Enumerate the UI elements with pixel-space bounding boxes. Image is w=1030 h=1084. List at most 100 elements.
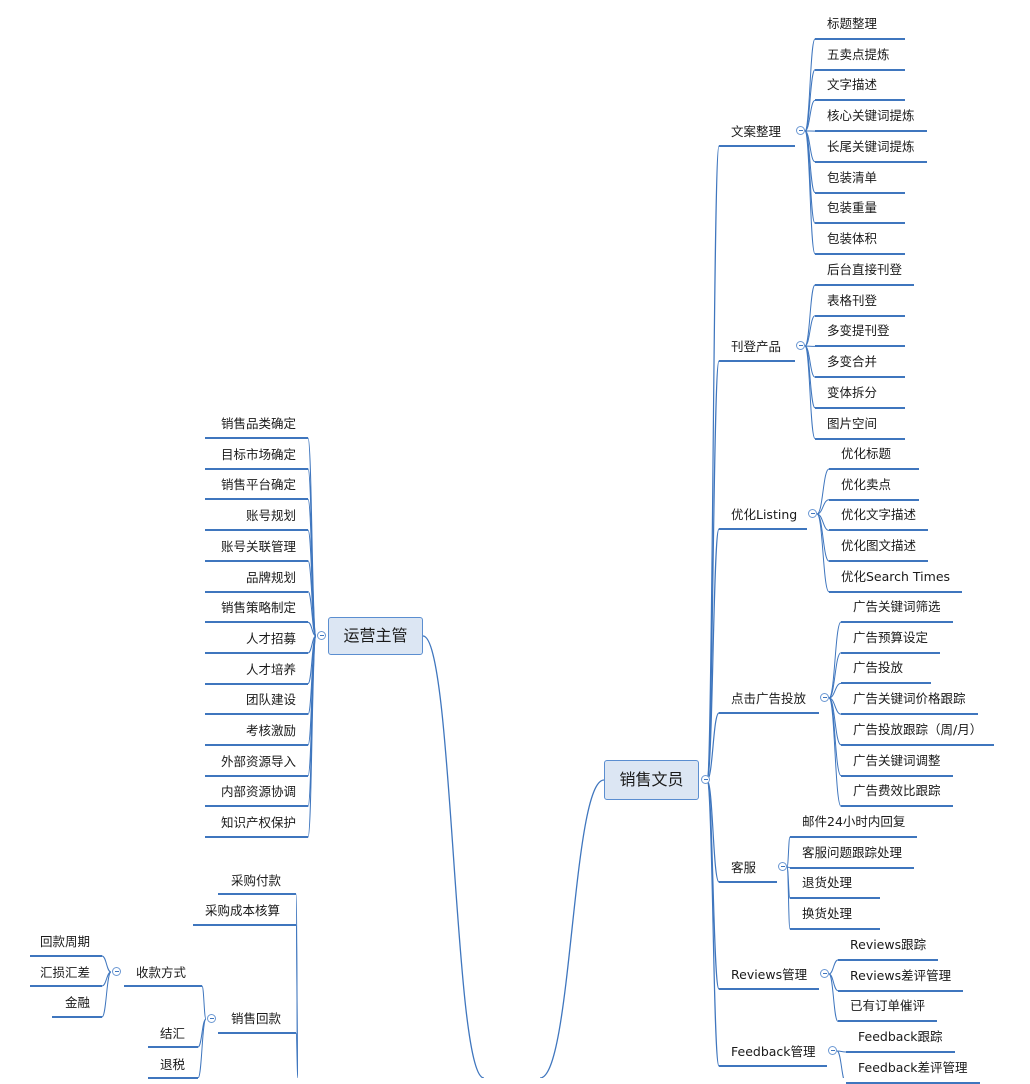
sales-leaf-node[interactable]: Feedback跟踪 [858, 1029, 943, 1045]
tax-refund-node[interactable]: 退税 [160, 1057, 185, 1073]
ops-item-node[interactable]: 人才招募 [246, 631, 296, 647]
connector-line [829, 960, 838, 974]
ops-item-node[interactable]: 账号关联管理 [221, 539, 296, 555]
sales-leaf-node[interactable]: 换货处理 [802, 906, 852, 922]
underline [148, 1046, 198, 1048]
ops-item-node[interactable]: 销售策略制定 [221, 600, 296, 616]
collapse-toggle-icon[interactable] [112, 967, 121, 976]
ops-item-node[interactable]: 账号规划 [246, 508, 296, 524]
sales-leaf-node[interactable]: 多变合并 [827, 354, 877, 370]
sales-leaf-node[interactable]: 广告费效比跟踪 [853, 783, 941, 799]
settlement-node[interactable]: 结汇 [160, 1026, 185, 1042]
underline [218, 1032, 296, 1034]
ops-item-node[interactable]: 品牌规划 [246, 570, 296, 586]
underline [719, 881, 777, 883]
sales-group-node[interactable]: Reviews管理 [731, 967, 807, 983]
sales-collection-node[interactable]: 销售回款 [231, 1011, 281, 1027]
underline [838, 959, 938, 961]
ops-item-node[interactable]: 内部资源协调 [221, 784, 296, 800]
collapse-toggle-icon[interactable] [778, 862, 787, 871]
sales-leaf-node[interactable]: 邮件24小时内回复 [802, 814, 905, 830]
sales-leaf-node[interactable]: 广告预算设定 [853, 630, 928, 646]
sales-leaf-node[interactable]: 退货处理 [802, 875, 852, 891]
fx-loss-node[interactable]: 汇损汇差 [40, 965, 90, 981]
ops-item-node[interactable]: 销售平台确定 [221, 477, 296, 493]
collapse-toggle-icon[interactable] [701, 775, 710, 784]
collapse-toggle-icon[interactable] [317, 631, 326, 640]
underline [815, 376, 905, 378]
underline [205, 468, 308, 470]
sales-group-node[interactable]: 优化Listing [731, 507, 797, 523]
sales-group-node[interactable]: 文案整理 [731, 124, 781, 140]
sales-leaf-node[interactable]: 优化Search Times [841, 569, 950, 585]
connector-line [817, 514, 829, 592]
sales-leaf-node[interactable]: 后台直接刊登 [827, 262, 902, 278]
sales-group-node[interactable]: 点击广告投放 [731, 691, 806, 707]
underline [124, 985, 202, 987]
sales-leaf-node[interactable]: 优化文字描述 [841, 507, 916, 523]
underline [815, 284, 914, 286]
sales-leaf-node[interactable]: 已有订单催评 [850, 998, 925, 1014]
sales-leaf-node[interactable]: 包装重量 [827, 200, 877, 216]
connector-line [540, 780, 604, 1078]
sales-leaf-node[interactable]: 多变提刊登 [827, 323, 890, 339]
underline [205, 591, 308, 593]
sales-leaf-node[interactable]: 广告投放跟踪（周/月） [853, 722, 982, 738]
underline [719, 1065, 827, 1067]
sales-leaf-node[interactable]: 图片空间 [827, 416, 877, 432]
sales-leaf-node[interactable]: 广告关键词调整 [853, 753, 941, 769]
underline [829, 468, 919, 470]
ops-item-node[interactable]: 销售品类确定 [221, 416, 296, 432]
underline [841, 744, 994, 746]
sales-leaf-node[interactable]: 变体拆分 [827, 385, 877, 401]
ops-item-node[interactable]: 目标市场确定 [221, 447, 296, 463]
topic-sales-clerk[interactable]: 销售文员 [604, 760, 699, 800]
sales-leaf-node[interactable]: 核心关键词提炼 [827, 108, 915, 124]
sales-leaf-node[interactable]: 包装清单 [827, 170, 877, 186]
sales-leaf-node[interactable]: 优化标题 [841, 446, 891, 462]
purchase-payment-node[interactable]: 采购付款 [231, 873, 281, 889]
collapse-toggle-icon[interactable] [207, 1014, 216, 1023]
sales-leaf-node[interactable]: Reviews跟踪 [850, 937, 926, 953]
collection-period-node[interactable]: 回款周期 [40, 934, 90, 950]
sales-leaf-node[interactable]: 优化卖点 [841, 477, 891, 493]
sales-leaf-node[interactable]: 广告投放 [853, 660, 903, 676]
connector-line [198, 1019, 206, 1078]
collapse-toggle-icon[interactable] [796, 341, 805, 350]
ops-item-node[interactable]: 知识产权保护 [221, 815, 296, 831]
collection-methods-node[interactable]: 收款方式 [136, 965, 186, 981]
sales-group-node[interactable]: 刊登产品 [731, 339, 781, 355]
sales-leaf-node[interactable]: 文字描述 [827, 77, 877, 93]
collapse-toggle-icon[interactable] [808, 509, 817, 518]
ops-item-node[interactable]: 考核激励 [246, 723, 296, 739]
sales-leaf-node[interactable]: 标题整理 [827, 16, 877, 32]
sales-leaf-node[interactable]: 优化图文描述 [841, 538, 916, 554]
topic-ops-manager[interactable]: 运营主管 [328, 617, 423, 655]
underline [815, 99, 905, 101]
sales-leaf-node[interactable]: 包装体积 [827, 231, 877, 247]
collapse-toggle-icon[interactable] [796, 126, 805, 135]
sales-leaf-node[interactable]: Feedback差评管理 [858, 1060, 968, 1076]
sales-group-node[interactable]: 客服 [731, 860, 756, 876]
sales-leaf-node[interactable]: 表格刊登 [827, 293, 877, 309]
underline [205, 529, 308, 531]
ops-item-node[interactable]: 外部资源导入 [221, 754, 296, 770]
collapse-toggle-icon[interactable] [828, 1046, 837, 1055]
finance-node[interactable]: 金融 [65, 995, 90, 1011]
connector-line [829, 622, 841, 698]
ops-item-node[interactable]: 人才培养 [246, 662, 296, 678]
sales-leaf-node[interactable]: 长尾关键词提炼 [827, 139, 915, 155]
underline [719, 712, 819, 714]
sales-leaf-node[interactable]: Reviews差评管理 [850, 968, 951, 984]
ops-item-node[interactable]: 团队建设 [246, 692, 296, 708]
sales-group-node[interactable]: Feedback管理 [731, 1044, 816, 1060]
sales-leaf-node[interactable]: 广告关键词筛选 [853, 599, 941, 615]
purchase-cost-node[interactable]: 采购成本核算 [205, 903, 280, 919]
sales-leaf-node[interactable]: 五卖点提炼 [827, 47, 890, 63]
sales-leaf-node[interactable]: 广告关键词价格跟踪 [853, 691, 966, 707]
underline [205, 713, 308, 715]
collapse-toggle-icon[interactable] [820, 969, 829, 978]
underline [846, 1051, 955, 1053]
sales-leaf-node[interactable]: 客服问题跟踪处理 [802, 845, 902, 861]
collapse-toggle-icon[interactable] [820, 693, 829, 702]
